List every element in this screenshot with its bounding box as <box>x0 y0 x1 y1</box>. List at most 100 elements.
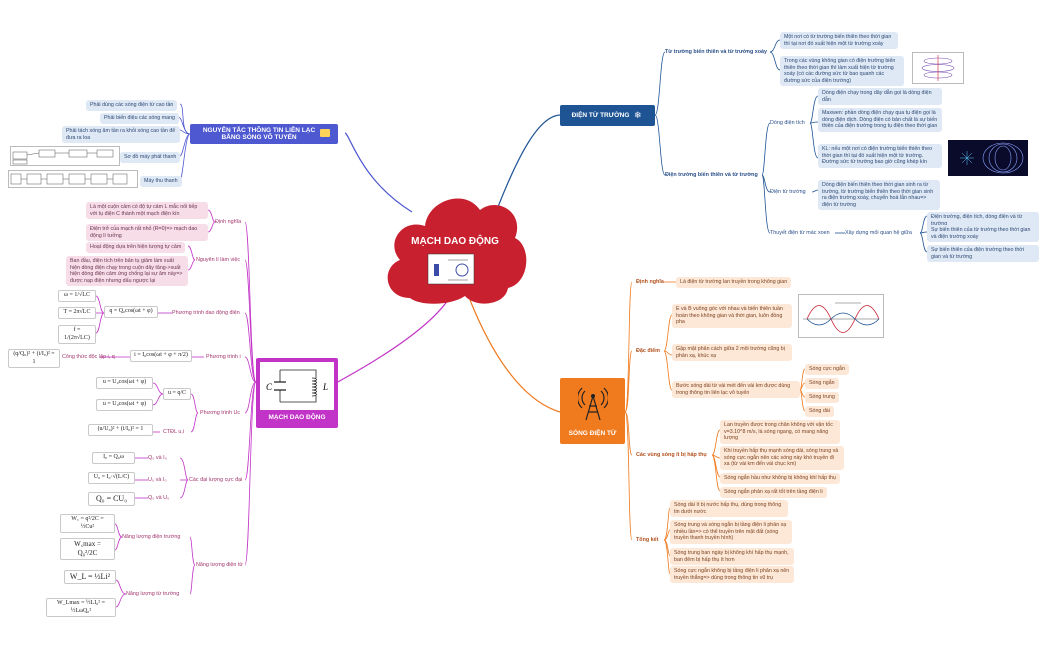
dtt-ddt-1: Dòng điện chạy trong dây dẫn gọi là dòng… <box>818 88 942 106</box>
news-item-2: Phải biến điệu các sóng mang <box>100 113 179 124</box>
dtt-xay-dung: Xây dựng mối quan hệ giữa <box>845 230 912 236</box>
field-lines-image <box>948 140 1028 176</box>
inductor-label: L <box>322 382 328 392</box>
left-pt-i: Phương trình i <box>206 354 241 360</box>
formula-i: i = I₀cos(ωt + φ + π/2) <box>130 350 192 362</box>
sdt-tk-2: Sóng trung và sóng ngắn bị tầng điện li … <box>670 520 792 544</box>
left-topic[interactable]: C L MẠCH DAO ĐỘNG <box>256 358 338 428</box>
left-nl-dien: Năng lượng điện trường <box>122 534 181 540</box>
left-ctdl-ui: CTĐL u,i <box>163 429 185 435</box>
left-dinh-nghia: Định nghĩa <box>215 219 242 225</box>
left-nl-tu: Năng lượng từ trường <box>126 591 180 597</box>
formula-WLmax: W_Lmax = ½LI₀² = ½LωQ₀² <box>46 598 116 617</box>
sdt-dinh-nghia: Định nghĩa <box>636 279 664 285</box>
link-news <box>344 132 413 213</box>
lc-circuit-image: C L <box>260 362 334 410</box>
sdt-topic-title: SÓNG ĐIỆN TỪ <box>568 430 617 437</box>
sdt-vs-1: Lan truyền được trong chân không với vận… <box>720 420 840 444</box>
sdt-tk-3: Sóng trung ban ngày bị không khí hấp thụ… <box>670 548 794 566</box>
formula-U0: U₀ = I₀·√(L/C) <box>88 472 135 484</box>
left-nl-1: Hoạt động dựa trên hiện tượng tự cảm <box>86 242 186 253</box>
left-dn-2: Điện trở của mạch rất nhỏ (R=0)=> mạch d… <box>86 224 208 242</box>
sdt-vung-song: Các vùng sóng ít bị hấp thụ <box>636 452 707 458</box>
transmitter-diagram <box>10 146 120 166</box>
center-cloud <box>387 198 527 304</box>
snowflake-icon: ❄ <box>634 110 642 120</box>
radio-icon <box>320 129 330 137</box>
left-nang-luong: Năng lượng điện từ <box>196 562 244 568</box>
left-topic-title: MẠCH DAO ĐỘNG <box>268 414 326 421</box>
sdt-type-1: Sóng cực ngắn <box>805 364 849 375</box>
sdt-type-4: Sóng dài <box>805 406 834 417</box>
news-topic-title: NGUYÊN TẮC THÔNG TIN LIÊN LẠC BẰNG SÓNG … <box>202 127 316 141</box>
em-wave-image <box>798 294 884 338</box>
formula-uqc: u = q/C <box>163 388 191 400</box>
left-dn-1: Là một cuộn cảm có độ tự cảm L mắc nối t… <box>86 202 208 220</box>
sdt-vs-2: Khi truyền hấp thụ mạnh sóng dài, sóng t… <box>720 446 844 470</box>
formula-Q0: Q₀ = CU₀ <box>88 492 135 506</box>
left-q0-u0: Q₀ và U₀ <box>148 495 170 501</box>
left-pt-u: Phương trình Uc <box>200 410 241 416</box>
news-topic[interactable]: NGUYÊN TẮC THÔNG TIN LIÊN LẠC BẰNG SÓNG … <box>190 124 338 144</box>
news-item-5: Máy thu thanh <box>140 176 182 187</box>
left-nl-2: Ban đầu, điện tích trên bản tụ giảm làm … <box>66 256 188 287</box>
sdt-dd-2: Gặp mặt phân cách giữa 2 môi trường cũng… <box>672 344 792 362</box>
link-left <box>337 299 449 383</box>
news-item-4: Sơ đồ máy phát thanh <box>120 152 181 163</box>
formula-WL: W_L = ½Li² <box>64 570 116 584</box>
formula-u1: u = U₀cos(ωt + φ) <box>96 377 153 389</box>
dtt-xd-2: Sự biến thiên của từ trường theo thời gi… <box>927 225 1039 243</box>
left-cac-dl: Các đại lượng cực đại <box>189 477 243 483</box>
dtt-xd-3: Sự biến thiên của điện trường theo thời … <box>927 245 1039 263</box>
formula-ui: (u/U₀)² + (i/I₀)² = 1 <box>88 424 153 436</box>
left-ct-dl: Công thức độc lập i, q <box>62 354 115 360</box>
left-nguyen-li: Nguyên lí làm việc <box>196 257 241 263</box>
dtt-dien-tu-truong: Điện từ trường <box>770 189 806 195</box>
left-u0-i0: U₀ và I₀ <box>148 477 167 483</box>
sdt-vs-3: Sóng ngắn hầu như không bị không khí hấp… <box>720 473 840 484</box>
center-title: MẠCH DAO ĐỘNG <box>411 235 499 247</box>
magnetic-field-image <box>912 52 964 84</box>
antenna-tower-icon <box>578 387 608 421</box>
dtt-tt-1: Một nơi có từ trường biến thiên theo thờ… <box>780 32 898 50</box>
dtt-topic-title: ĐIỆN TỪ TRƯỜNG <box>571 112 630 119</box>
dtt-topic[interactable]: ĐIỆN TỪ TRƯỜNG <box>560 105 655 126</box>
receiver-diagram <box>8 170 138 188</box>
dtt-dtt-1: Dòng điện biến thiên theo thời gian sinh… <box>818 180 940 211</box>
dtt-thuyet: Thuyết điện từ mác xoen <box>770 230 830 236</box>
dtt-ddt-2: Maxwen: phần dòng điện chạy qua tụ điện … <box>818 108 942 132</box>
sdt-tk-1: Sóng dài ít bị nước hấp thụ, dùng trong … <box>670 500 788 518</box>
sdt-tong-ket: Tổng kết <box>636 537 659 543</box>
sdt-type-2: Sóng ngắn <box>805 378 839 389</box>
formula-q: q = Q₀cos(ωt + φ) <box>104 306 158 318</box>
dtt-dien-truong: Điện trường biến thiên và từ trường <box>665 172 758 178</box>
dtt-xd-1: Điện trường, điện tích, dòng điện và từ … <box>927 212 1039 230</box>
link-sdt <box>469 299 561 413</box>
sdt-dd-1: E và B vuông góc với nhau và biến thiên … <box>672 304 792 328</box>
dtt-ddt-3: KL: nếu một nơi có điện trường biến thiê… <box>818 144 942 168</box>
sdt-tk-4: Sóng cực ngắn không bị tầng điện li phản… <box>670 566 794 584</box>
news-item-1: Phải dùng các sóng điện từ cao tần <box>86 100 178 111</box>
formula-Wc: W꜀ = q²/2C = ½Cu² <box>60 514 115 533</box>
news-item-3: Phải tách sóng âm tần ra khỏi sóng cao t… <box>62 126 180 144</box>
formula-u2: u = U₀cos(ωt + φ) <box>96 399 153 411</box>
dtt-dong-dien-tich: Dòng điện tích <box>770 120 805 126</box>
formula-omega: ω = 1/√LC <box>58 290 96 302</box>
link-dtt <box>495 114 561 213</box>
sdt-topic[interactable]: SÓNG ĐIỆN TỪ <box>560 378 625 444</box>
formula-f: f = 1/(2π√LC) <box>58 325 96 344</box>
formula-ctdl: (q/Q₀)² + (i/I₀)² = 1 <box>8 349 60 368</box>
dtt-tt-2: Trong các vùng không gian có điện trường… <box>780 56 904 87</box>
sdt-type-3: Sóng trung <box>805 392 839 403</box>
formula-I0: I₀ = Q₀ω <box>92 452 135 464</box>
formula-Wcmax: W꜀max = Q₀²/2C <box>60 538 115 560</box>
sdt-dd-3: Bước sóng dài từ vài mét đến vài km được… <box>672 381 800 399</box>
formula-T: T = 2π√LC <box>58 307 96 319</box>
dtt-tu-truong: Từ trường biến thiên và từ trường xoáy <box>665 49 768 55</box>
sdt-dn-1: Là điện từ trường lan truyền trong không… <box>676 277 792 288</box>
capacitor-label: C <box>266 382 273 392</box>
sdt-dac-diem: Đặc điểm <box>636 348 660 354</box>
left-pt-dd: Phương trình dao động điện <box>172 310 240 316</box>
left-q0-i0: Q₀ và I₀ <box>148 455 167 461</box>
